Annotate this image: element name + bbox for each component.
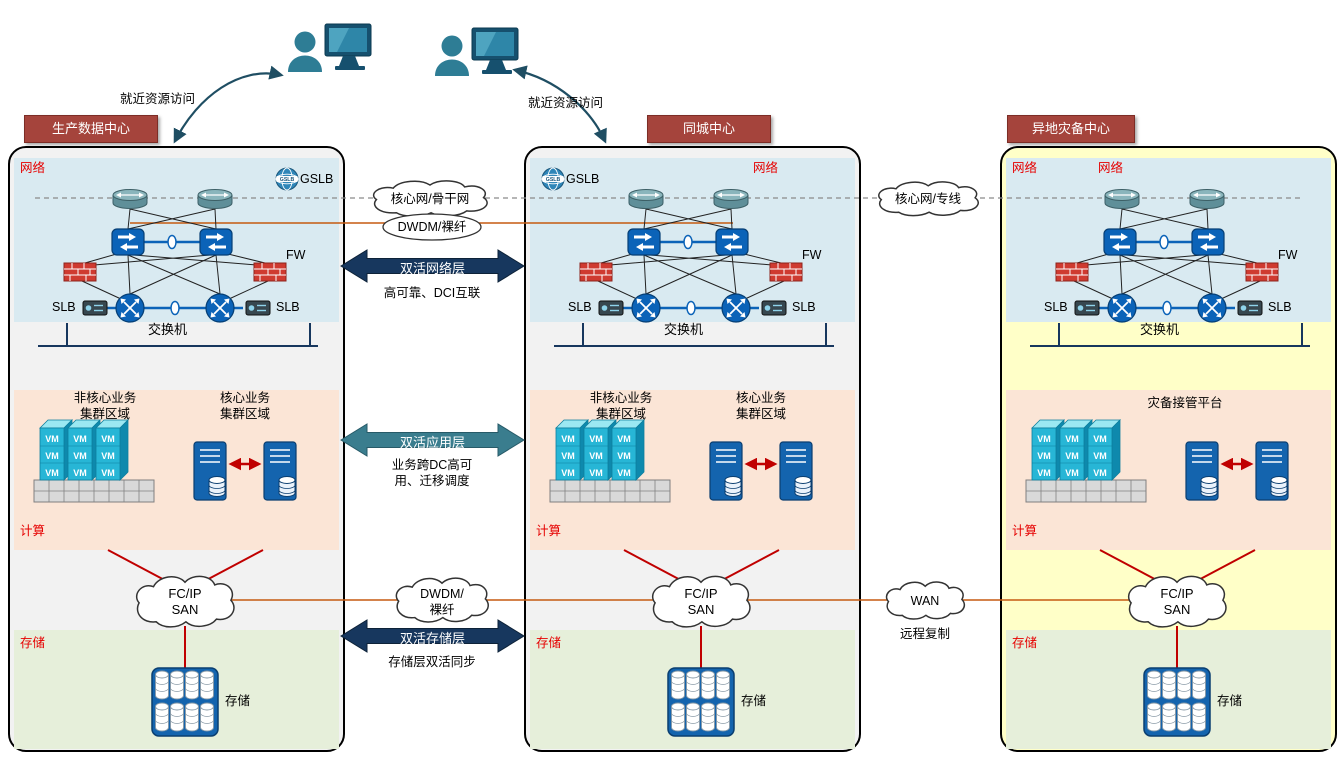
user-workstation-icon <box>287 23 372 73</box>
metro-compute-cluster <box>550 420 812 502</box>
dr-san-storage-cluster <box>1100 550 1255 736</box>
gslb-globe-icon <box>275 167 299 191</box>
user-workstation-icon <box>434 27 519 77</box>
dwdm-ellipse <box>382 213 482 241</box>
dr-compute-cluster <box>1026 420 1288 502</box>
production-compute-cluster <box>34 420 296 502</box>
access-arrow-right <box>512 65 607 144</box>
core-backbone-cloud <box>372 180 488 218</box>
app-layer-arrow <box>340 423 525 457</box>
metro-network-cluster <box>554 190 834 347</box>
network-layer-arrow <box>340 249 525 283</box>
dwdm-cloud <box>395 577 489 623</box>
production-network-cluster <box>38 190 318 347</box>
core-private-cloud <box>878 181 979 217</box>
gslb-globe-icon <box>541 167 565 191</box>
wan-cloud <box>885 581 965 620</box>
metro-san-storage-cluster <box>624 550 779 736</box>
production-san-storage-cluster <box>108 550 263 736</box>
storage-layer-arrow <box>340 619 525 653</box>
access-arrow-left <box>173 65 284 144</box>
dr-network-cluster <box>1030 190 1310 347</box>
